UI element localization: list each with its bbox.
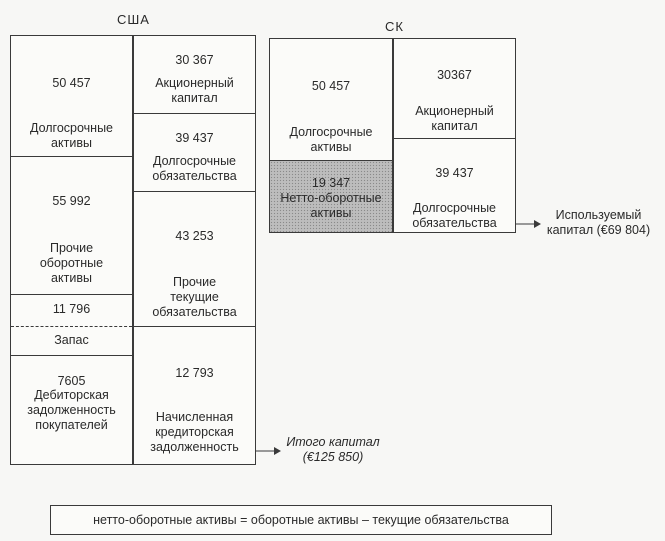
uk-lt-assets-value: 50 457	[311, 79, 351, 93]
usa-right-divider-1	[134, 113, 255, 114]
uk-lt-liab-label: Долгосрочные обязательства	[412, 201, 497, 230]
uk-title: СК	[385, 19, 404, 34]
usa-lt-liab-label: Долгосрочные обязательства	[152, 154, 237, 183]
usa-liabilities-column: 30 367 Акционерный капитал 39 437 Долгос…	[133, 35, 256, 465]
uk-lt-liab-value: 39 437	[435, 166, 474, 180]
uk-nwc-label: Нетто-оборотные активы	[280, 191, 382, 220]
usa-divider-dashed	[11, 326, 132, 327]
usa-total-arrow	[255, 447, 281, 455]
usa-lt-assets-label: Долгосрочные активы	[29, 121, 114, 150]
usa-receivables-value: 7605	[57, 374, 86, 388]
usa-equity-label: Акционерный капитал	[155, 76, 234, 105]
uk-equity-label: Акционерный капитал	[415, 104, 494, 133]
usa-other-current-label: Прочие оборотные активы	[39, 241, 104, 285]
usa-accrued-label: Начисленная кредиторская задолженность	[150, 410, 239, 454]
uk-equity-value: 30367	[437, 68, 472, 82]
usa-divider-2	[11, 294, 132, 295]
usa-right-divider-2	[134, 191, 255, 192]
uk-lt-assets-label: Долгосрочные активы	[289, 125, 373, 154]
usa-lt-assets-value: 50 457	[52, 76, 91, 90]
usa-other-current-liab-value: 43 253	[175, 229, 214, 243]
usa-equity-value: 30 367	[175, 53, 214, 67]
usa-right-divider-3	[134, 326, 255, 327]
usa-accrued-value: 12 793	[175, 366, 214, 380]
usa-inventory-label: Запас	[54, 333, 89, 347]
usa-assets-column: 50 457 Долгосрочные активы 55 992 Прочие…	[10, 35, 133, 465]
usa-lt-liab-value: 39 437	[175, 131, 214, 145]
usa-divider-3	[11, 355, 132, 356]
usa-title: США	[117, 12, 150, 27]
uk-nwc-shaded	[270, 160, 392, 232]
usa-divider-1	[11, 156, 132, 157]
uk-right-divider	[394, 138, 515, 139]
uk-assets-column: 50 457 Долгосрочные активы 19 347 Нетто-…	[269, 38, 393, 233]
formula-box: нетто-оборотные активы = оборотные актив…	[50, 505, 552, 535]
usa-other-current-liab-label: Прочие текущие обязательства	[152, 275, 237, 319]
usa-other-current-value: 55 992	[52, 194, 91, 208]
uk-used-capital-arrow	[515, 220, 541, 228]
uk-liabilities-column: 30367 Акционерный капитал 39 437 Долгоср…	[393, 38, 516, 233]
usa-total-label: Итого капитал (€125 850)	[286, 435, 380, 464]
uk-nwc-value: 19 347	[311, 176, 351, 190]
uk-used-capital-label: Используемый капитал (€69 804)	[546, 208, 651, 237]
usa-receivables-label: Дебиторская задолженность покупателей	[27, 388, 116, 432]
usa-inventory-value: 11 796	[52, 302, 91, 316]
